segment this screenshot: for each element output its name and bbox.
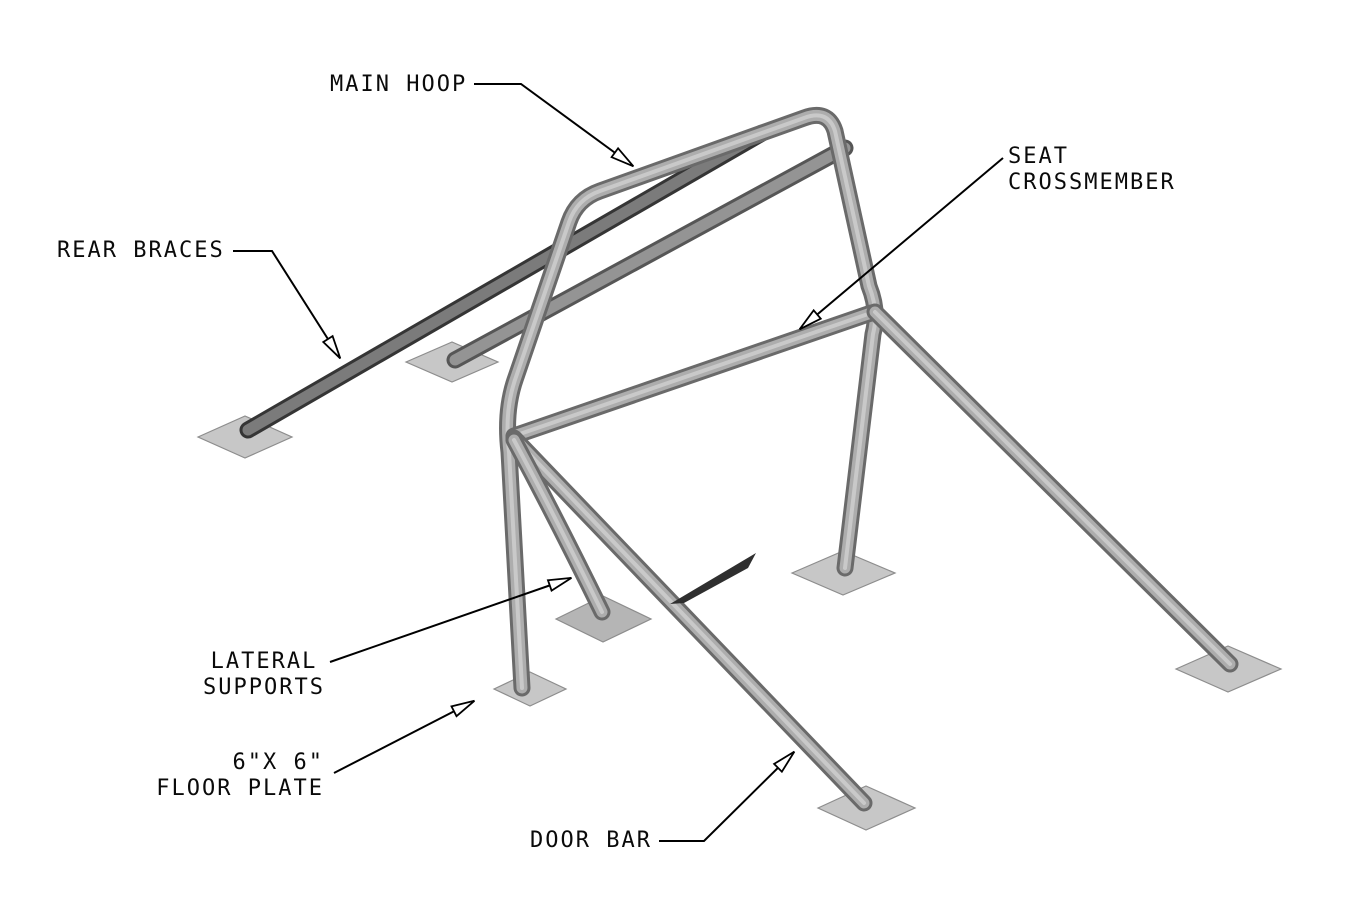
label-floor-plate: 6"X 6" FLOOR PLATE bbox=[152, 750, 324, 802]
main-hoop-leader-line bbox=[474, 83, 635, 168]
label-floor-plate-line1: 6"X 6" bbox=[232, 750, 324, 775]
label-door-bar: DOOR BAR bbox=[530, 828, 652, 854]
label-main-hoop: MAIN HOOP bbox=[330, 72, 467, 98]
label-rear-braces-text: REAR BRACES bbox=[57, 238, 225, 263]
label-rear-braces: REAR BRACES bbox=[57, 238, 225, 264]
label-floor-plate-line2: FLOOR PLATE bbox=[156, 776, 324, 801]
label-door-bar-text: DOOR BAR bbox=[530, 828, 652, 853]
seat-crossmember-tube bbox=[505, 304, 880, 445]
leader-lines bbox=[233, 83, 1004, 842]
label-lateral-supports-line2: SUPPORTS bbox=[203, 675, 325, 700]
main-hoop-tube bbox=[499, 106, 884, 697]
label-seat-crossmember-line1: SEAT bbox=[1008, 144, 1069, 169]
label-lateral-supports: LATERAL SUPPORTS bbox=[200, 649, 328, 701]
right-diagonal-brace-tube bbox=[866, 303, 1239, 673]
label-main-hoop-text: MAIN HOOP bbox=[330, 72, 468, 97]
rear-brace-tube-right bbox=[446, 139, 854, 369]
rear-brace-tube-left bbox=[239, 124, 771, 439]
door-bar-tube bbox=[505, 429, 873, 812]
label-lateral-supports-line1: LATERAL bbox=[210, 649, 318, 674]
lateral-support-edge-on bbox=[670, 553, 756, 604]
lateral-support-tube bbox=[505, 431, 611, 621]
lateral-supports-leader-line bbox=[329, 576, 572, 663]
label-seat-crossmember-line2: CROSSMEMBER bbox=[1008, 170, 1176, 195]
floor-plate-leader-line bbox=[333, 699, 476, 774]
seat-crossmember-leader-line bbox=[798, 157, 1004, 331]
rear-braces-leader-line bbox=[233, 250, 342, 360]
door-bar-leader-line bbox=[659, 750, 796, 842]
floor-plates bbox=[196, 341, 1283, 831]
label-seat-crossmember: SEAT CROSSMEMBER bbox=[1008, 144, 1176, 196]
